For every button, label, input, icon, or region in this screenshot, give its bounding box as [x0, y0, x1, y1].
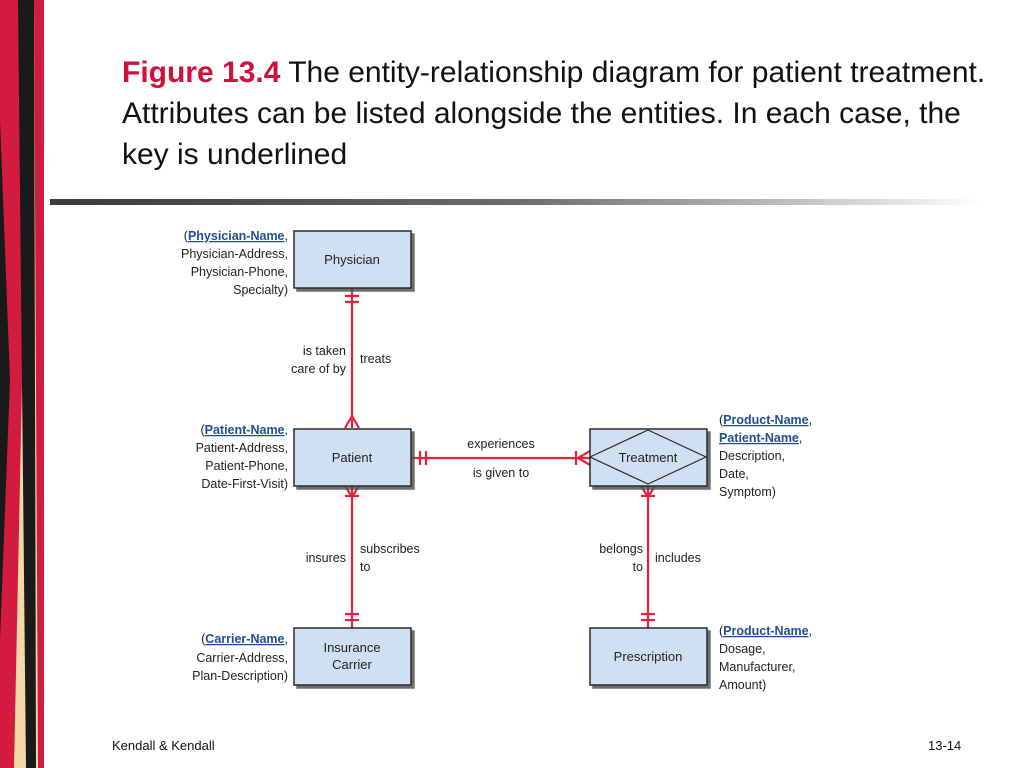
- attribute-line: Plan-Description): [192, 669, 288, 683]
- footer-page-number: 13-14: [928, 738, 962, 753]
- rel-label: is given to: [473, 466, 529, 480]
- entity-insurance-carrier-box: [293, 627, 412, 686]
- attribute-line: Date,: [719, 467, 749, 481]
- attribute-line: Amount): [719, 678, 766, 692]
- entity-physician-label: Physician: [324, 252, 380, 267]
- attributes-carrier-key-line: (Carrier-Name,: [201, 632, 288, 646]
- attributes-patient-key-line: (Patient-Name,: [200, 423, 288, 437]
- entity-patient-label: Patient: [332, 450, 373, 465]
- rel-label: includes: [655, 551, 701, 565]
- entity-physician-box: [293, 230, 412, 289]
- entity-patient-box: [293, 428, 412, 487]
- attributes-prescription-key-line: (Product-Name,: [719, 624, 812, 638]
- entity-treatment-box: [589, 428, 708, 487]
- rel-label: subscribes: [360, 542, 420, 556]
- attributes-treatment-key-line-2: Patient-Name,: [719, 431, 802, 445]
- entity-treatment-label: Treatment: [619, 450, 678, 465]
- key-attribute: Product-Name: [723, 624, 808, 638]
- entity-insurance-carrier-label-2: Carrier: [332, 657, 372, 672]
- figure-label: Figure 13.4: [122, 56, 281, 89]
- attribute-line: Description,: [719, 449, 785, 463]
- attribute-line: Carrier-Address,: [196, 651, 288, 665]
- attribute-line: Symptom): [719, 485, 776, 499]
- rel-label: care of by: [291, 362, 347, 376]
- rel-label: insures: [306, 551, 346, 565]
- cardinality-many-mark: [344, 413, 360, 429]
- rel-label: to: [360, 560, 370, 574]
- attribute-line: Patient-Phone,: [205, 459, 288, 473]
- attribute-line: Specialty): [233, 283, 288, 297]
- attribute-line: Date-First-Visit): [201, 477, 288, 491]
- entity-prescription-label: Prescription: [614, 649, 683, 664]
- key-attribute: Product-Name: [723, 413, 808, 427]
- rel-label: experiences: [467, 437, 534, 451]
- attributes-physician-key-line: (Physician-Name,: [184, 229, 288, 243]
- key-attribute: Patient-Name: [719, 431, 799, 445]
- attribute-line: Physician-Address,: [181, 247, 288, 261]
- attribute-line: Dosage,: [719, 642, 766, 656]
- slide-title: Figure 13.4 The entity-relationship diag…: [122, 52, 1002, 175]
- title-divider: [50, 199, 980, 205]
- rel-label: belongs: [599, 542, 643, 556]
- attribute-line: Manufacturer,: [719, 660, 795, 674]
- cardinality-many-mark: [575, 450, 591, 466]
- key-attribute: Physician-Name: [188, 229, 285, 243]
- key-attribute: Patient-Name: [205, 423, 285, 437]
- associative-entity-diamond: [588, 429, 708, 485]
- key-attribute: Carrier-Name: [205, 632, 284, 646]
- attributes-treatment-key-line-1: (Product-Name,: [719, 413, 812, 427]
- rel-label: treats: [360, 352, 391, 366]
- entity-prescription-box: [589, 627, 708, 686]
- attribute-line: Patient-Address,: [196, 441, 288, 455]
- attribute-line: Physician-Phone,: [191, 265, 288, 279]
- footer-author: Kendall & Kendall: [112, 738, 215, 753]
- entity-insurance-carrier-label-1: Insurance: [323, 640, 380, 655]
- rel-label: to: [633, 560, 643, 574]
- rel-label: is taken: [303, 344, 346, 358]
- title-text: The entity-relationship diagram for pati…: [122, 56, 986, 171]
- decorative-side-stripe: [0, 0, 44, 768]
